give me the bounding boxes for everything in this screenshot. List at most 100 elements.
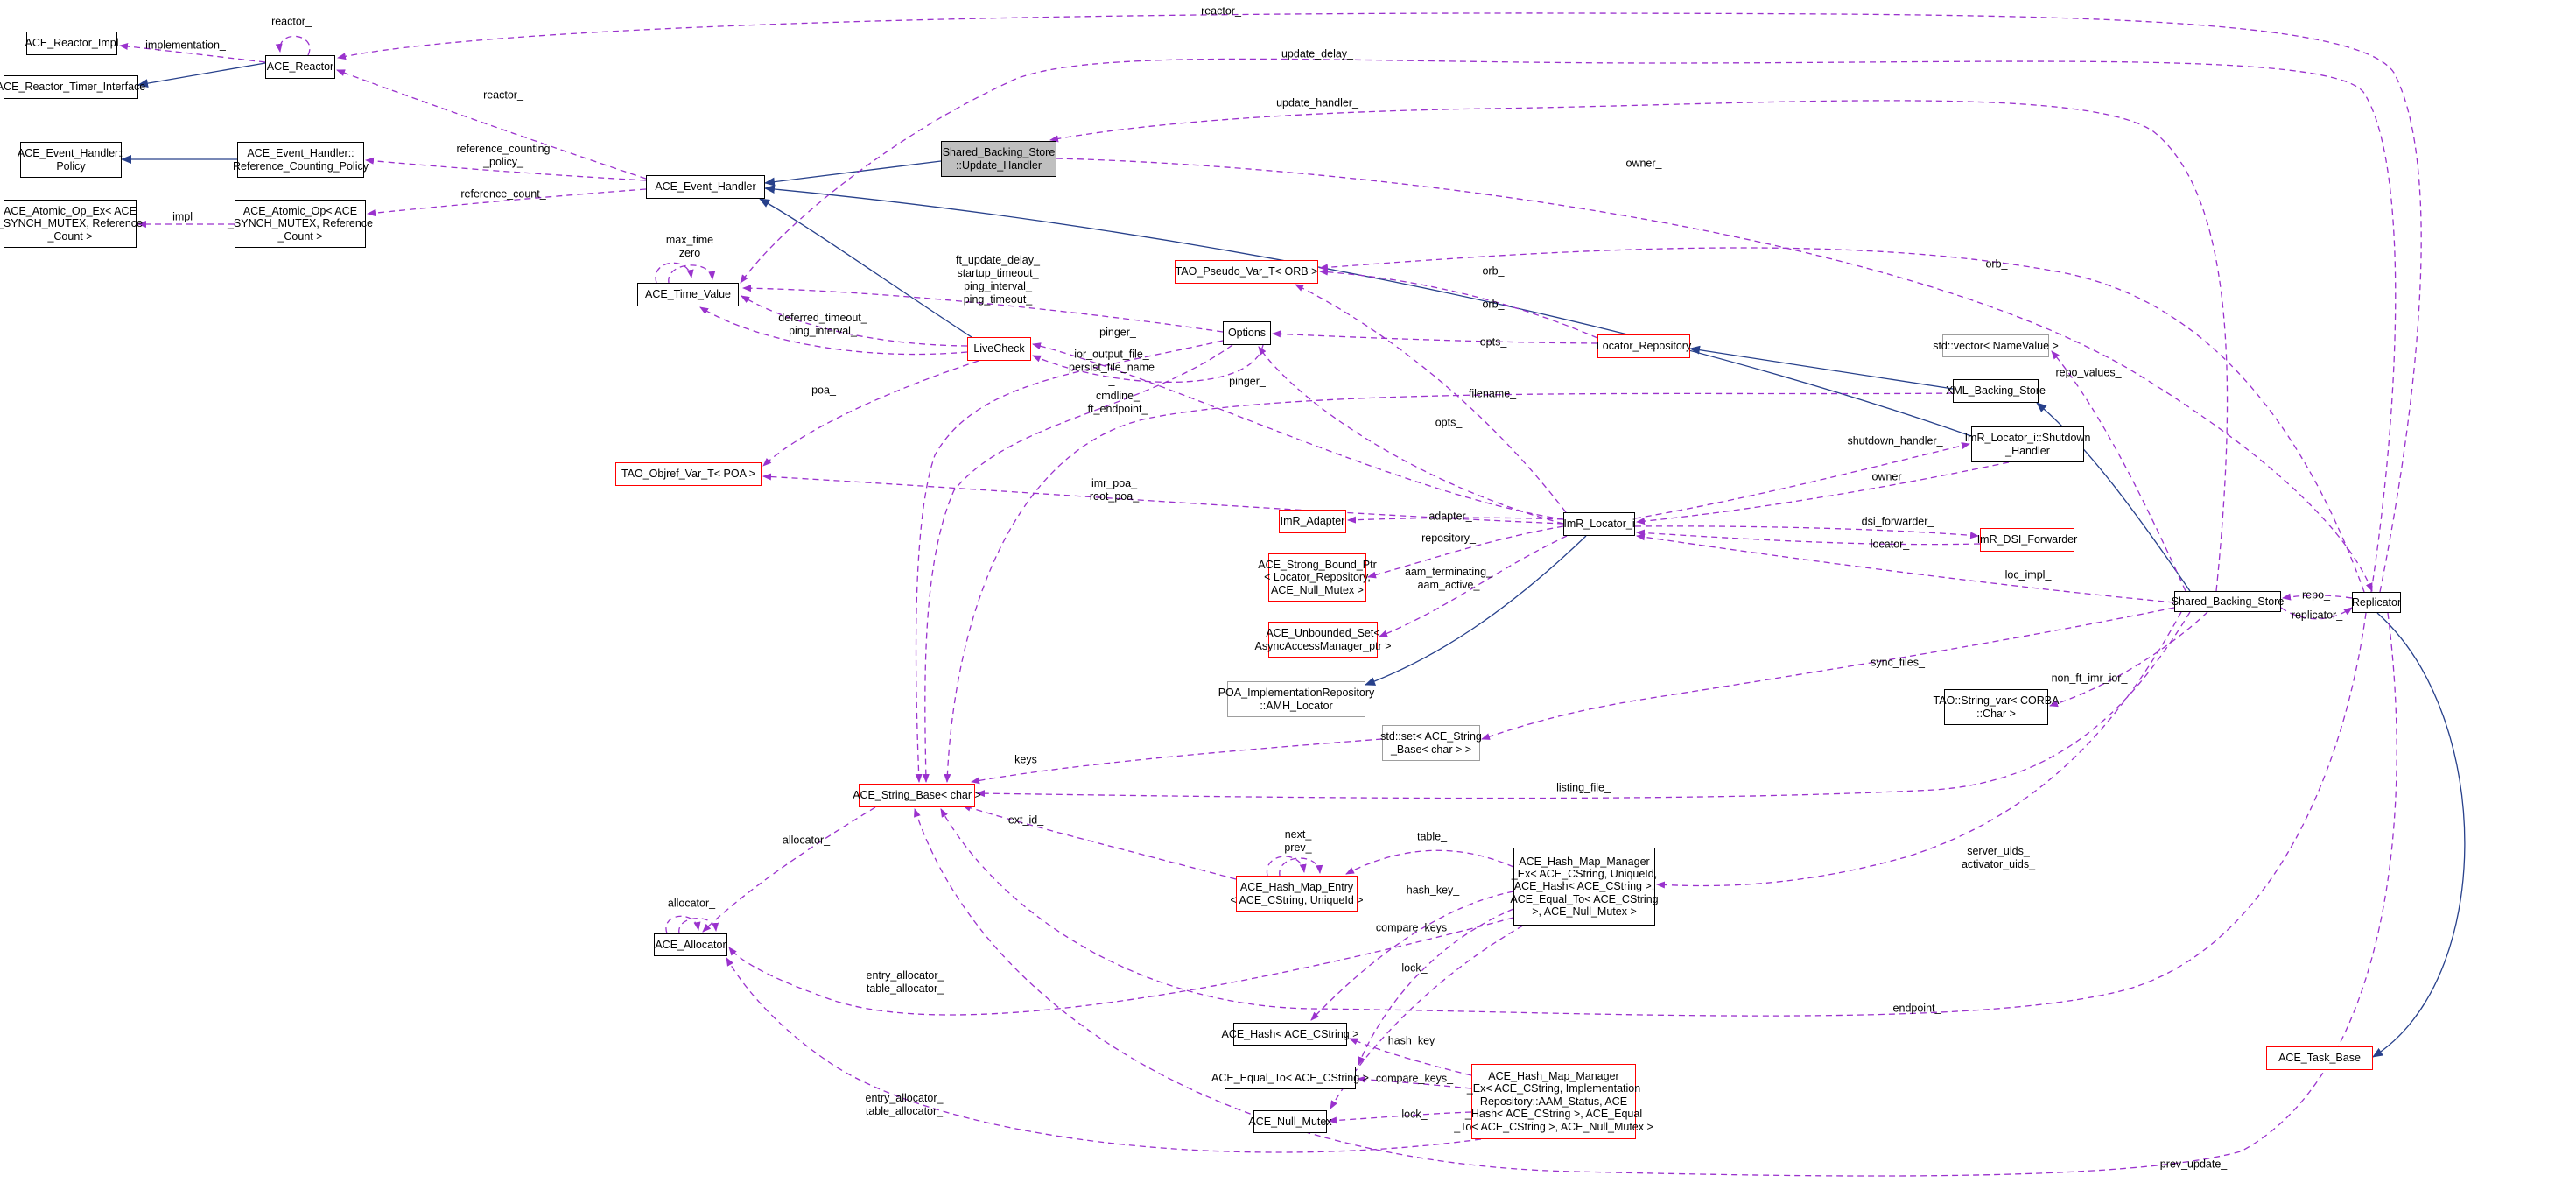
- node-label-line: ACE_Event_Handler: [655, 180, 756, 194]
- edge-label-orb: orb_: [1985, 258, 2007, 271]
- node-options[interactable]: Options: [1223, 321, 1271, 345]
- edge-label-hashkey: hash_key_: [1388, 1035, 1441, 1048]
- node-ace-reactor-impl[interactable]: ACE_Reactor_Impl: [25, 32, 119, 55]
- node-ace-equal-to-ace-cstring[interactable]: ACE_Equal_To< ACE_CString >: [1211, 1067, 1369, 1089]
- node-label-line: < Locator_Repository,: [1264, 571, 1371, 584]
- node-tao-objref-var-t-poa[interactable]: TAO_Objref_Var_T< POA >: [615, 462, 762, 486]
- node-replicator[interactable]: Replicator: [2352, 592, 2401, 613]
- node-ace-atomic-op-ex[interactable]: ACE_Atomic_Op_Ex< ACE_SYNCH_MUTEX, Refer…: [0, 200, 143, 248]
- edge-label-line: ft_update_delay_: [956, 254, 1040, 266]
- node-label-line: ACE_Time_Value: [645, 288, 731, 301]
- edge-label-updatedelay: update_delay_: [1281, 48, 1353, 61]
- usage-edge-37: [1634, 442, 1970, 519]
- node-std-vector-namevalue[interactable]: std::vector< NameValue >: [1933, 334, 2059, 357]
- edge-label-prevupdate: prev_update_: [2160, 1158, 2227, 1172]
- edge-label-line: imr_poa_: [1091, 477, 1138, 489]
- edge-label-owner: owner_: [1872, 471, 1908, 484]
- node-xml-backing-store[interactable]: XML_Backing_Store: [1946, 379, 2046, 403]
- usage-edge-38: [1636, 461, 2010, 525]
- edge-label-locator: locator_: [1871, 539, 1909, 552]
- node-ace-task-base[interactable]: ACE_Task_Base: [2266, 1046, 2373, 1070]
- edge-label-serveruids: server_uids_activator_uids_: [1962, 845, 2035, 871]
- edge-label-line: table_allocator_: [865, 1105, 944, 1117]
- edge-label-line: _: [1108, 374, 1115, 387]
- node-ace-unbounded-set[interactable]: ACE_Unbounded_Set<AsyncAccessManager_ptr…: [1255, 622, 1392, 658]
- edge-label-line: deferred_timeout_: [778, 312, 867, 324]
- edge-label-line: compare_keys_: [1375, 921, 1454, 934]
- usage-edge-29: [922, 344, 1233, 783]
- edge-label-line: update_delay_: [1281, 47, 1354, 60]
- edge-label-line: locator_: [1870, 538, 1910, 551]
- edge-label-line: entry_allocator_: [865, 1092, 944, 1104]
- inheritance-edge-6: [2036, 402, 2191, 592]
- node-label-line: Locator_Repository: [1596, 340, 1692, 353]
- inheritance-edge-5: [1689, 345, 1954, 390]
- inheritance-edge-3: [764, 185, 1972, 437]
- usage-edge-21: [741, 295, 968, 347]
- usage-edge-22: [699, 306, 968, 356]
- edge-label-repository: repository_: [1421, 532, 1476, 546]
- node-ace-string-base-char[interactable]: ACE_String_Base< char >: [853, 784, 981, 807]
- edge-label-line: server_uids_: [1967, 845, 2030, 857]
- edge-label-line: ext_id_: [1007, 813, 1044, 827]
- node-shared-backing-store-update-handler[interactable]: Shared_Backing_Store::Update_Handler: [941, 141, 1056, 177]
- node-ace-hash-ace-cstring[interactable]: ACE_Hash< ACE_CString >: [1221, 1023, 1359, 1046]
- node-imr-dsi-forwarder[interactable]: ImR_DSI_Forwarder: [1977, 528, 2077, 552]
- node-label-line: ::Update_Handler: [956, 158, 1042, 172]
- edge-label-implementation: implementation_: [145, 39, 226, 53]
- edge-label-line: filename_: [1468, 387, 1517, 400]
- usage-edge-42: [2282, 593, 2353, 601]
- usage-edge-17: [367, 188, 647, 217]
- node-ace-event-handler[interactable]: ACE_Event_Handler: [646, 175, 765, 199]
- node-tao-pseudo-var-t-orb[interactable]: TAO_Pseudo_Var_T< ORB >: [1175, 260, 1318, 284]
- node-poa-implementationrepository-amh-locator[interactable]: POA_ImplementationRepository::AMH_Locato…: [1218, 681, 1374, 717]
- node-std-set-ace-string-base[interactable]: std::set< ACE_String_Base< char > >: [1380, 725, 1482, 761]
- node-imr-locator-i[interactable]: ImR_Locator_i: [1563, 512, 1635, 536]
- node-label-line: _Ex< ACE_CString, Implementation: [1466, 1082, 1641, 1095]
- node-ace-time-value[interactable]: ACE_Time_Value: [637, 283, 739, 306]
- node-label-line: Shared_Backing_Store: [2171, 595, 2285, 608]
- edge-label-deferredtimeout: deferred_timeout_ping_interval_: [778, 312, 867, 338]
- node-imr-adapter[interactable]: ImR_Adapter: [1279, 510, 1346, 533]
- node-label-line: ACE_Hash_Map_Manager: [1488, 1070, 1619, 1083]
- usage-edge-10: [119, 42, 266, 63]
- node-ace-reactor[interactable]: ACE_Reactor: [265, 55, 335, 79]
- edge-label-allocator: allocator_: [668, 898, 715, 911]
- node-label-line: ACE_Reactor_Timer_Interface: [0, 81, 146, 94]
- node-label-line: _Handler: [2005, 444, 2050, 457]
- edge-label-line: prev_: [1284, 841, 1312, 854]
- node-ace-allocator[interactable]: ACE_Allocator: [654, 933, 727, 956]
- edge-label-line: opts_: [1479, 335, 1507, 349]
- node-ace-reactor-timer-interface[interactable]: ACE_Reactor_Timer_Interface: [0, 75, 145, 99]
- node-ace-strong-bound-ptr[interactable]: ACE_Strong_Bound_Ptr< Locator_Repository…: [1258, 553, 1377, 602]
- node-ace-null-mutex[interactable]: ACE_Null_Mutex: [1248, 1110, 1332, 1133]
- node-ace-hash-map-manager-ex-aam-status[interactable]: ACE_Hash_Map_Manager_Ex< ACE_CString, Im…: [1454, 1064, 1653, 1139]
- node-label-line: TAO_Pseudo_Var_T< ORB >: [1175, 265, 1318, 278]
- node-livecheck[interactable]: LiveCheck: [967, 337, 1031, 361]
- usage-edge-15: [1056, 158, 2373, 592]
- node-locator-repository[interactable]: Locator_Repository: [1596, 334, 1692, 358]
- node-shared-backing-store[interactable]: Shared_Backing_Store: [2172, 591, 2284, 612]
- usage-edge-35: [944, 392, 1954, 783]
- node-ace-event-handler-ref-counting-policy[interactable]: ACE_Event_Handler::Reference_Counting_Po…: [233, 142, 369, 178]
- node-ace-event-handler-policy[interactable]: ACE_Event_Handler::Policy: [18, 142, 124, 178]
- node-ace-atomic-op[interactable]: ACE_Atomic_Op< ACE_SYNCH_MUTEX, Referenc…: [228, 200, 373, 248]
- node-label-line: ACE_Reactor_Impl: [25, 37, 119, 50]
- edge-label-reactor: reactor_: [271, 16, 312, 29]
- edge-label-endpoint: endpoint_: [1893, 1003, 1941, 1016]
- edge-label-line: repo_values_: [2055, 366, 2122, 379]
- usage-edge-67: [940, 612, 2367, 1017]
- node-tao-string-var-corba-char[interactable]: TAO::String_var< CORBA::Char >: [1934, 689, 2059, 725]
- edge-label-line: pinger_: [1229, 375, 1266, 388]
- node-ace-hash-map-entry[interactable]: ACE_Hash_Map_Entry< ACE_CString, UniqueI…: [1230, 876, 1364, 912]
- edge-label-syncfiles: sync_files_: [1871, 657, 1925, 670]
- usage-edge-43: [2280, 607, 2353, 620]
- node-imr-locator-i-shutdown-handler[interactable]: ImR_Locator_i::Shutdown_Handler: [1965, 426, 2090, 462]
- edge-label-line: reactor_: [271, 15, 312, 28]
- edge-label-ioroutputfile: ior_output_file_persist_file_name_: [1069, 349, 1155, 388]
- edge-label-line: listing_file_: [1556, 781, 1611, 794]
- node-ace-hash-map-manager-ex-uniqueid[interactable]: ACE_Hash_Map_Manager_Ex< ACE_CString, Un…: [1510, 848, 1659, 926]
- node-label-line: _SYNCH_MUTEX, Reference: [227, 217, 374, 230]
- usage-edge-31: [1258, 346, 1564, 525]
- usage-edge-52: [702, 806, 876, 933]
